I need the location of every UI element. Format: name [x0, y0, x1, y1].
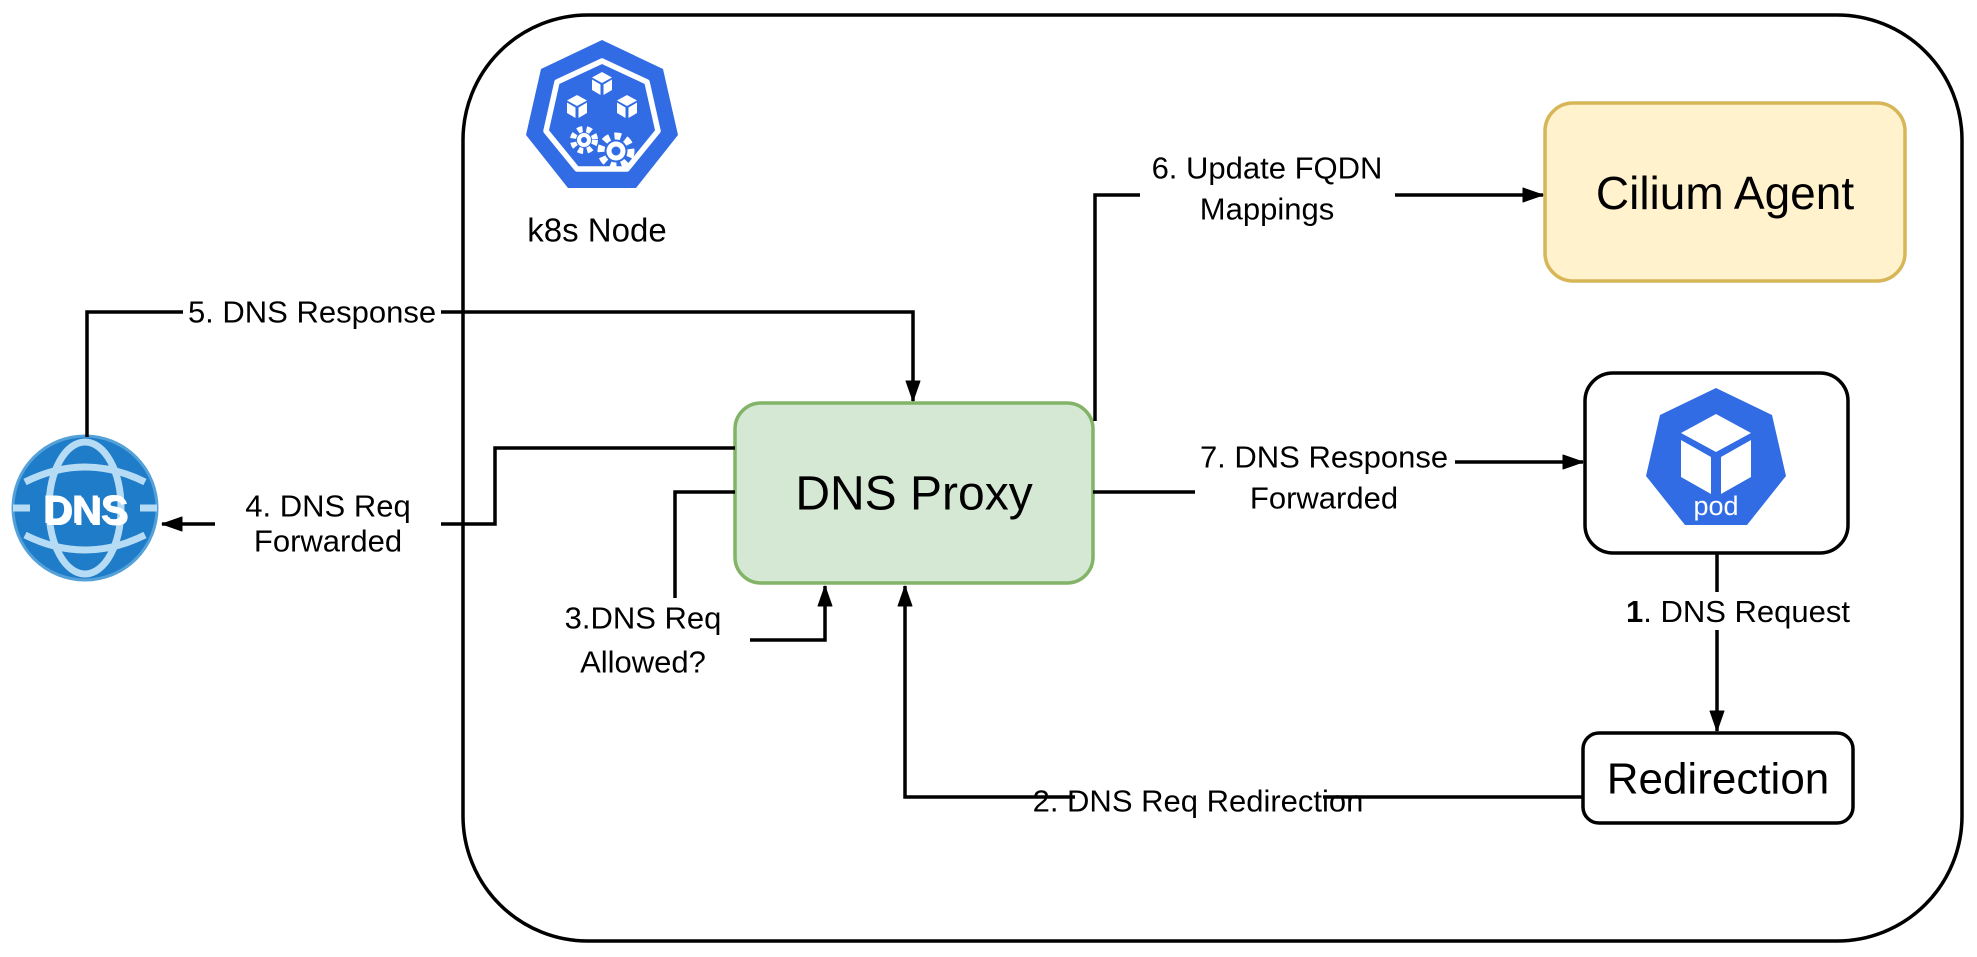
edge-1-step-text: . DNS Request [1643, 594, 1850, 629]
redirection-box: Redirection [1581, 731, 1855, 825]
edge-4-label-line2: Forwarded [254, 524, 402, 559]
dns-proxy-label: DNS Proxy [795, 468, 1032, 521]
cilium-agent-box: Cilium Agent [1543, 101, 1907, 283]
gear-icon [570, 126, 598, 154]
edge-2-dns-req-redirection [897, 585, 1583, 799]
redirection-rect [1581, 731, 1855, 825]
edge-6-label: 6. Update FQDN Mappings [1140, 148, 1395, 228]
gear-icon [597, 132, 635, 170]
edge-6-label-line1: 6. Update FQDN [1152, 151, 1383, 186]
pod-icon: pod [1646, 388, 1786, 525]
edge-1-label: 1. DNS Request [1608, 592, 1868, 630]
edge-4-label: 4. DNS Req Forwarded [215, 488, 441, 560]
edge-7-label-line2: Forwarded [1250, 481, 1398, 516]
dns-proxy-box: DNS Proxy [733, 401, 1095, 585]
edge-3-label: 3.DNS Req Allowed? [540, 598, 750, 686]
redirection-label: Redirection [1607, 755, 1830, 804]
dns-label-shadow: DNS [45, 490, 129, 534]
edge-5-dns-response [85, 310, 921, 437]
edge-5-label-text: 5. DNS Response [188, 295, 436, 330]
dns-globe-icon: DNS DNS [11, 434, 159, 582]
edge-2-label-text: 2. DNS Req Redirection [1033, 784, 1364, 819]
edge-4-label-line1: 4. DNS Req [245, 489, 410, 524]
edge-7-label: 7. DNS Response Forwarded [1195, 437, 1455, 517]
edge-1-step-number: 1 [1626, 594, 1643, 629]
globe-lines [13, 438, 157, 578]
k8s-inner-ring [543, 58, 661, 172]
cilium-agent-rect [1543, 101, 1907, 283]
k8s-node-label: k8s Node [527, 212, 666, 249]
edge-6-label-line2: Mappings [1200, 192, 1334, 227]
dns-server-label: DNS [43, 488, 127, 532]
edge-3-label-line1: 3.DNS Req [565, 601, 722, 636]
edge-1-label-text: 1. DNS Request [1626, 594, 1850, 629]
edge-5-label: 5. DNS Response [183, 295, 441, 330]
edge-2-label: 2. DNS Req Redirection [1033, 782, 1364, 820]
pod-label: pod [1693, 491, 1738, 521]
k8s-node-icon: k8s Node [526, 40, 678, 249]
edge-7-label-line1: 7. DNS Response [1200, 440, 1448, 475]
pod-box: pod [1583, 371, 1850, 555]
edge-3-label-line2: Allowed? [580, 645, 706, 680]
cilium-agent-label: Cilium Agent [1596, 167, 1854, 219]
